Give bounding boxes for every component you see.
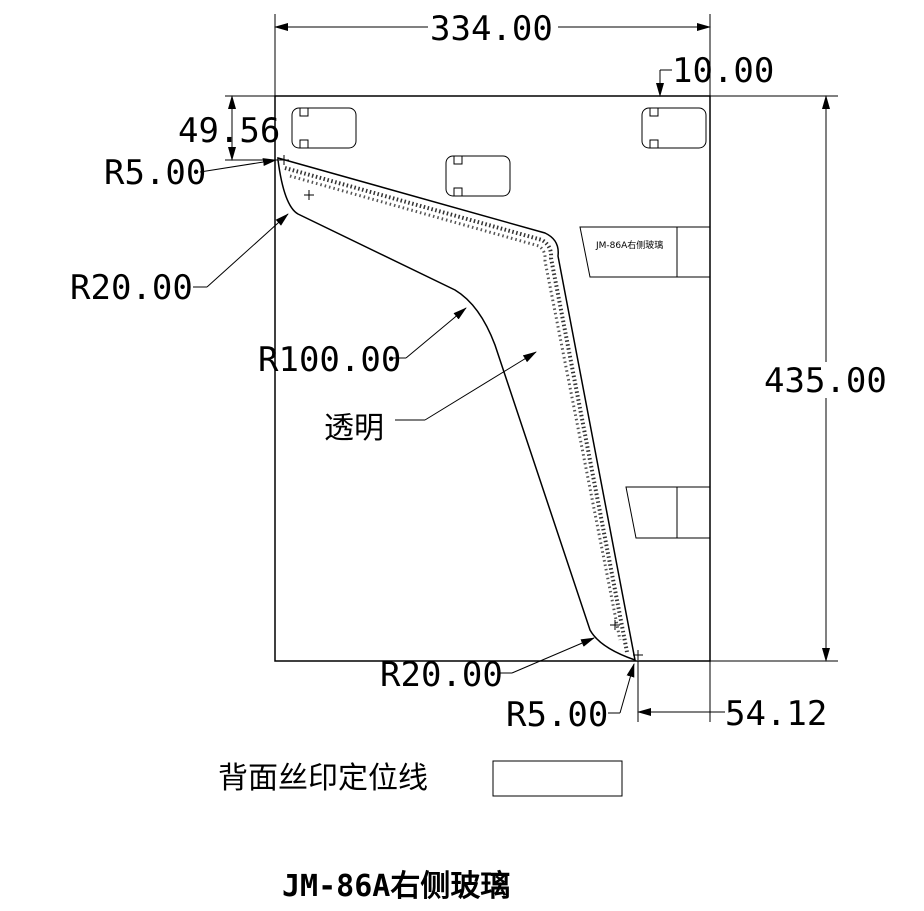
dimension-bottom-right: 54.12 [637,661,827,734]
dimension-top-left-offset: 49.56 [178,95,280,161]
callout-r5-bottom: R5.00 [506,663,635,735]
dimension-width-label: 334.00 [430,9,553,49]
outer-frame [274,95,711,662]
dimension-top-right-label: 10.00 [672,51,774,91]
legend-swatch [492,760,623,797]
clip-slot [445,155,511,197]
callout-r5-top: R5.00 [104,153,277,193]
reference-marks [279,155,643,660]
dimension-bottom-right-label: 54.12 [725,694,827,734]
dimension-top-left-label: 49.56 [178,111,280,151]
svg-text:R5.00: R5.00 [506,695,608,735]
callout-r100: R100.00 [258,307,467,380]
callout-r20-top: R20.00 [70,213,289,308]
glass-outline [277,157,636,662]
part-label-text: JM-86A右侧玻璃 [595,239,663,251]
callout-transparent: 透明 [324,351,537,446]
drawing-title: JM-86A右侧玻璃 [282,869,510,904]
dimension-width: 334.00 [274,9,711,96]
dimension-top-right-offset: 10.00 [656,51,774,97]
svg-text:R20.00: R20.00 [70,268,193,308]
callout-r20-bottom: R20.00 [380,637,595,695]
svg-text:透明: 透明 [324,411,384,446]
svg-text:R5.00: R5.00 [104,153,206,193]
legend-text: 背面丝印定位线 [218,761,428,796]
dotted-print-border [284,166,629,653]
svg-text:R20.00: R20.00 [380,655,503,695]
lower-block [625,486,711,539]
part-label-block: JM-86A右侧玻璃 [579,226,711,278]
clip-slot [291,107,357,149]
svg-text:R100.00: R100.00 [258,340,401,380]
dimension-height: 435.00 [710,95,890,662]
dimension-height-label: 435.00 [764,361,887,401]
clip-slot [641,107,707,149]
